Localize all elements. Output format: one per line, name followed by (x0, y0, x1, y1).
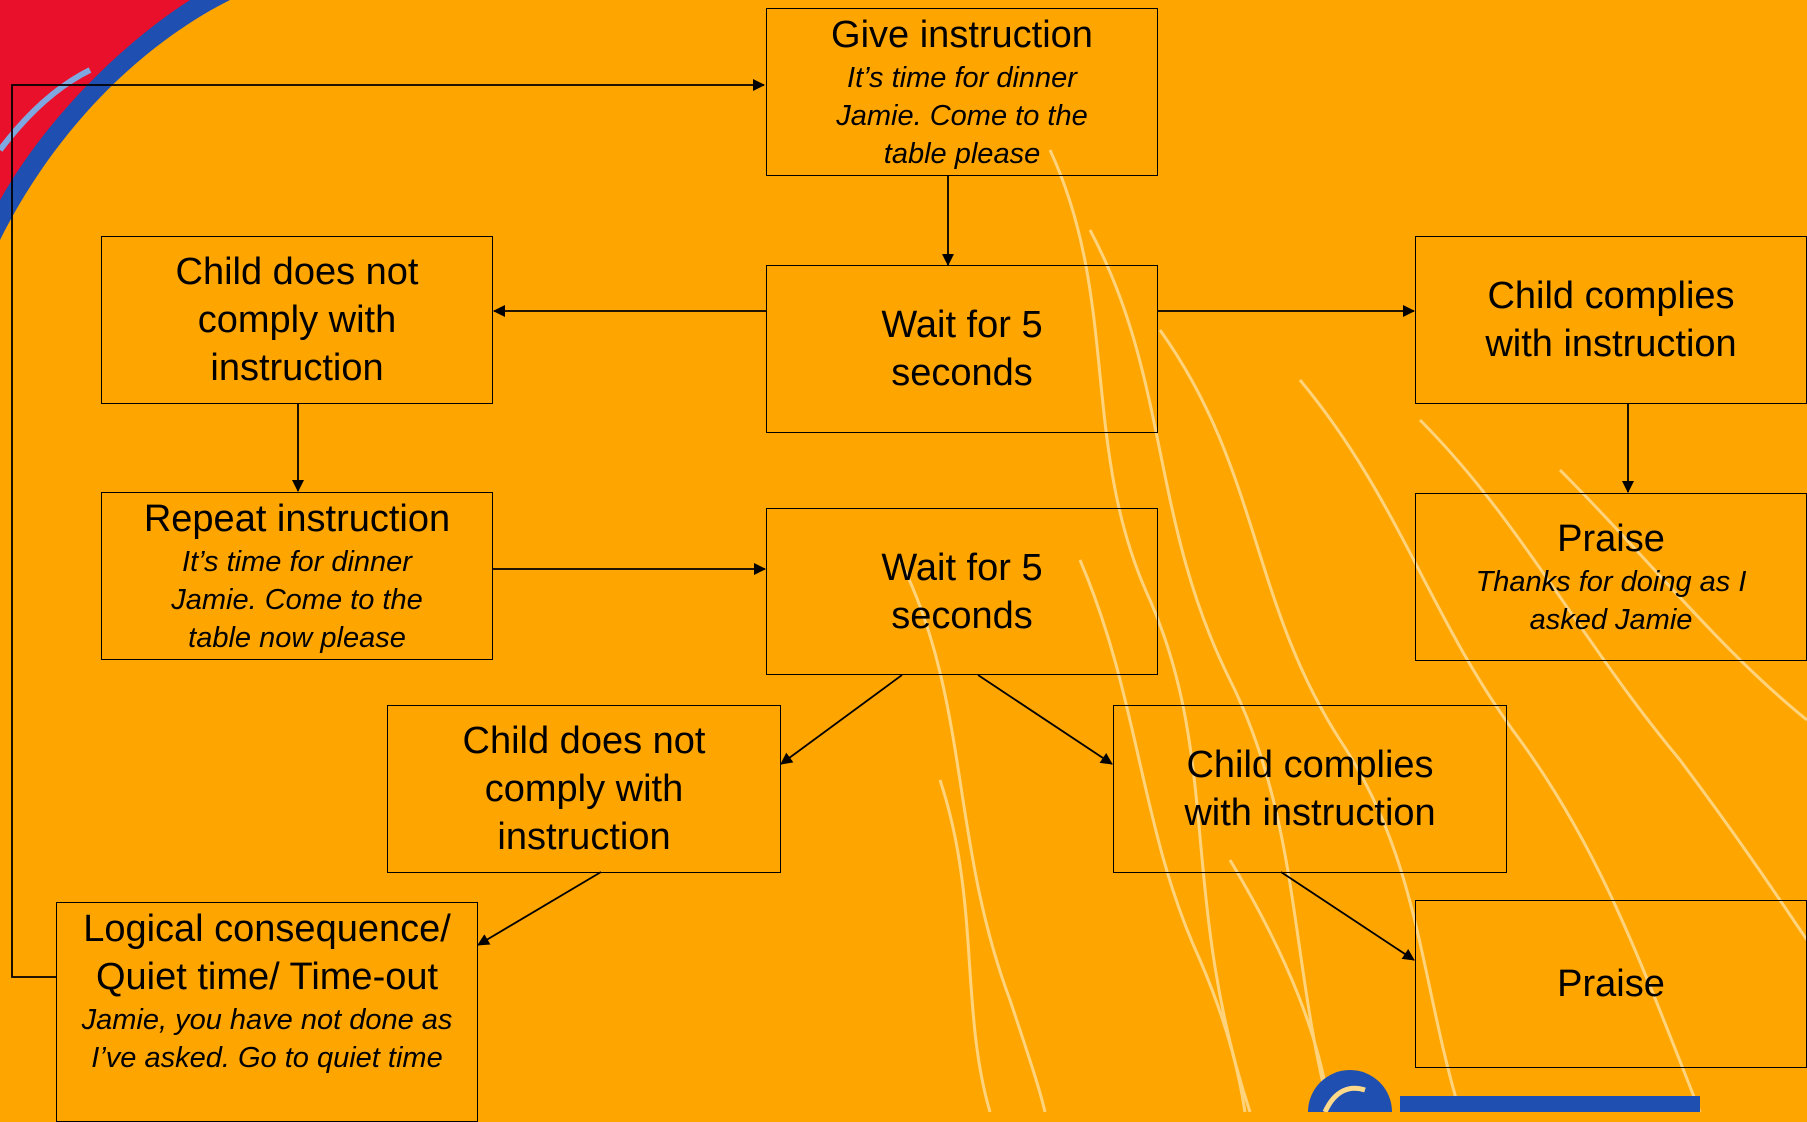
praise-box-1-title: Praise (1557, 518, 1665, 560)
repeat-instruction-example: It’s time for dinner Jamie. Come to the … (171, 546, 423, 654)
logo-mark (1308, 1070, 1700, 1112)
consequence-example: Jamie, you have not done as I’ve asked. … (81, 1004, 453, 1074)
praise-box-2: Praise (1415, 900, 1807, 1068)
arrow-wait2-to-noncomply2 (780, 674, 903, 765)
arrow-comply2-to-praise2 (1280, 871, 1415, 961)
noncomply-box-1-text: Child does not comply with instruction (175, 251, 419, 389)
praise-box-2-text: Praise (1557, 963, 1665, 1005)
give-instruction-example: It’s time for dinner Jamie. Come to the … (836, 62, 1088, 170)
repeat-instruction-box: Repeat instruction It’s time for dinner … (101, 492, 493, 660)
noncomply-box-2-text: Child does not comply with instruction (462, 720, 706, 858)
comply-box-1: Child complies with instruction (1415, 236, 1807, 404)
give-instruction-box: Give instruction It’s time for dinner Ja… (766, 8, 1158, 176)
corner-light-streak (0, 67, 92, 152)
wait-box-1-text: Wait for 5 seconds (881, 304, 1043, 394)
comply-box-1-text: Child complies with instruction (1485, 275, 1737, 365)
repeat-instruction-title: Repeat instruction (143, 498, 451, 540)
consequence-box: Logical consequence/ Quiet time/ Time-ou… (56, 902, 478, 1122)
arrow-wait2-to-comply2 (977, 674, 1113, 765)
corner-red-swoosh (0, 0, 190, 200)
noncomply-box-2: Child does not comply with instruction (387, 705, 781, 873)
give-instruction-title: Give instruction (831, 14, 1093, 56)
consequence-title: Logical consequence/ Quiet time/ Time-ou… (83, 908, 451, 998)
wait-box-2-text: Wait for 5 seconds (881, 546, 1043, 637)
wait-box-2: Wait for 5 seconds (766, 508, 1158, 675)
arrow-noncomply2-to-consequence (477, 871, 602, 946)
praise-box-1: Praise Thanks for doing as I asked Jamie (1415, 493, 1807, 661)
praise-box-1-example: Thanks for doing as I asked Jamie (1475, 566, 1747, 636)
arrow-consequence-loop-to-give (11, 79, 765, 978)
comply-box-2-text: Child complies with instruction (1184, 744, 1436, 834)
swirl-lines (898, 149, 1807, 1112)
wait-box-1: Wait for 5 seconds (766, 265, 1158, 433)
comply-box-2: Child complies with instruction (1113, 705, 1507, 873)
noncomply-box-1: Child does not comply with instruction (101, 236, 493, 404)
